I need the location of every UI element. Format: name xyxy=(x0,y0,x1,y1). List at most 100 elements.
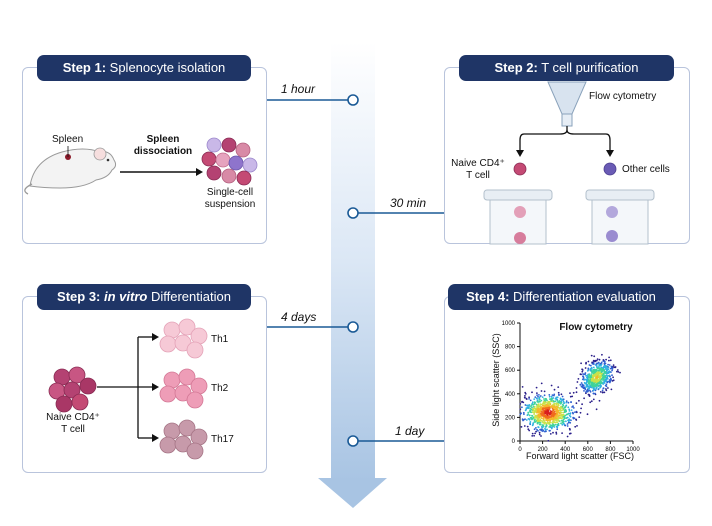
event-point xyxy=(610,365,613,368)
event-point xyxy=(547,409,550,412)
event-point xyxy=(585,386,587,388)
event-point xyxy=(595,368,598,371)
event-point xyxy=(572,391,575,394)
event-point xyxy=(583,390,585,392)
event-point xyxy=(542,409,545,411)
event-point xyxy=(536,422,539,425)
event-point xyxy=(605,385,608,388)
event-point xyxy=(588,387,590,390)
event-point xyxy=(548,416,551,418)
event-point xyxy=(535,386,538,389)
other-cell xyxy=(603,162,617,176)
event-point xyxy=(529,422,531,425)
event-point xyxy=(561,399,564,401)
y-tick-label: 400 xyxy=(505,392,516,398)
event-point xyxy=(596,384,599,387)
event-point xyxy=(565,420,567,423)
event-point xyxy=(560,419,563,422)
event-point xyxy=(588,376,590,379)
event-point xyxy=(574,425,577,428)
event-point xyxy=(528,396,530,399)
event-point xyxy=(604,362,607,365)
spleen-label: Spleen xyxy=(52,134,84,145)
event-point xyxy=(600,378,603,381)
event-point xyxy=(531,391,533,394)
event-point xyxy=(564,414,567,417)
event-point xyxy=(549,400,552,403)
event-point xyxy=(553,388,556,391)
event-point xyxy=(556,398,558,401)
event-point xyxy=(578,399,580,402)
event-point xyxy=(565,404,568,407)
event-point xyxy=(554,423,557,426)
time-label-2: 30 min xyxy=(390,196,427,210)
event-point xyxy=(592,366,595,369)
naive-cd4-label: Naive CD4⁺T cell xyxy=(451,158,505,181)
event-point xyxy=(524,396,526,399)
y-tick-label: 800 xyxy=(505,345,516,351)
event-point xyxy=(611,369,613,372)
event-point xyxy=(590,377,593,380)
time-label-3: 4 days xyxy=(281,310,317,324)
event-point xyxy=(581,385,583,388)
event-point xyxy=(539,415,541,418)
event-point xyxy=(588,394,591,397)
event-point xyxy=(587,385,590,388)
event-point xyxy=(529,407,532,410)
event-point xyxy=(595,386,598,389)
event-point xyxy=(548,429,551,432)
event-point xyxy=(581,403,583,406)
event-point xyxy=(551,394,554,396)
event-point xyxy=(561,432,563,434)
event-point xyxy=(560,422,562,425)
event-point xyxy=(519,408,522,411)
event-point xyxy=(585,383,588,386)
event-point xyxy=(564,408,567,411)
event-point xyxy=(602,383,605,385)
event-point xyxy=(552,400,555,403)
event-point xyxy=(569,392,571,394)
event-point xyxy=(566,416,569,419)
event-point xyxy=(537,395,539,398)
event-point xyxy=(554,400,556,403)
event-point xyxy=(586,388,589,391)
event-point xyxy=(561,407,564,410)
event-point xyxy=(522,419,525,421)
flow-cytometry-label: Flow cytometry xyxy=(589,91,657,102)
event-point xyxy=(521,406,523,409)
event-point xyxy=(564,410,567,413)
event-point xyxy=(601,353,603,356)
event-point xyxy=(527,428,530,431)
event-point xyxy=(590,384,593,387)
event-point xyxy=(545,398,547,400)
event-point xyxy=(579,411,582,414)
event-point xyxy=(580,407,582,410)
event-point xyxy=(547,403,550,405)
event-point xyxy=(612,376,614,379)
event-point xyxy=(585,391,587,393)
event-point xyxy=(592,392,595,395)
event-point xyxy=(552,424,555,427)
other-cells-label: Other cells xyxy=(622,164,670,175)
event-point xyxy=(591,361,593,364)
event-point xyxy=(551,418,554,421)
event-point xyxy=(587,360,590,363)
event-point xyxy=(592,398,595,401)
event-point xyxy=(558,414,560,417)
event-point xyxy=(596,367,599,370)
event-point xyxy=(547,417,549,419)
event-point xyxy=(602,378,605,381)
timeline-band xyxy=(331,42,375,482)
event-point xyxy=(605,377,608,380)
event-point xyxy=(574,411,576,414)
event-point xyxy=(611,380,614,382)
th1-label: Th1 xyxy=(211,334,229,345)
event-point xyxy=(552,406,554,409)
event-point xyxy=(553,421,556,424)
event-point xyxy=(586,377,589,380)
event-point xyxy=(519,403,522,405)
event-point xyxy=(581,368,583,371)
event-point xyxy=(521,401,523,403)
event-point xyxy=(605,389,608,392)
event-point xyxy=(553,414,556,416)
